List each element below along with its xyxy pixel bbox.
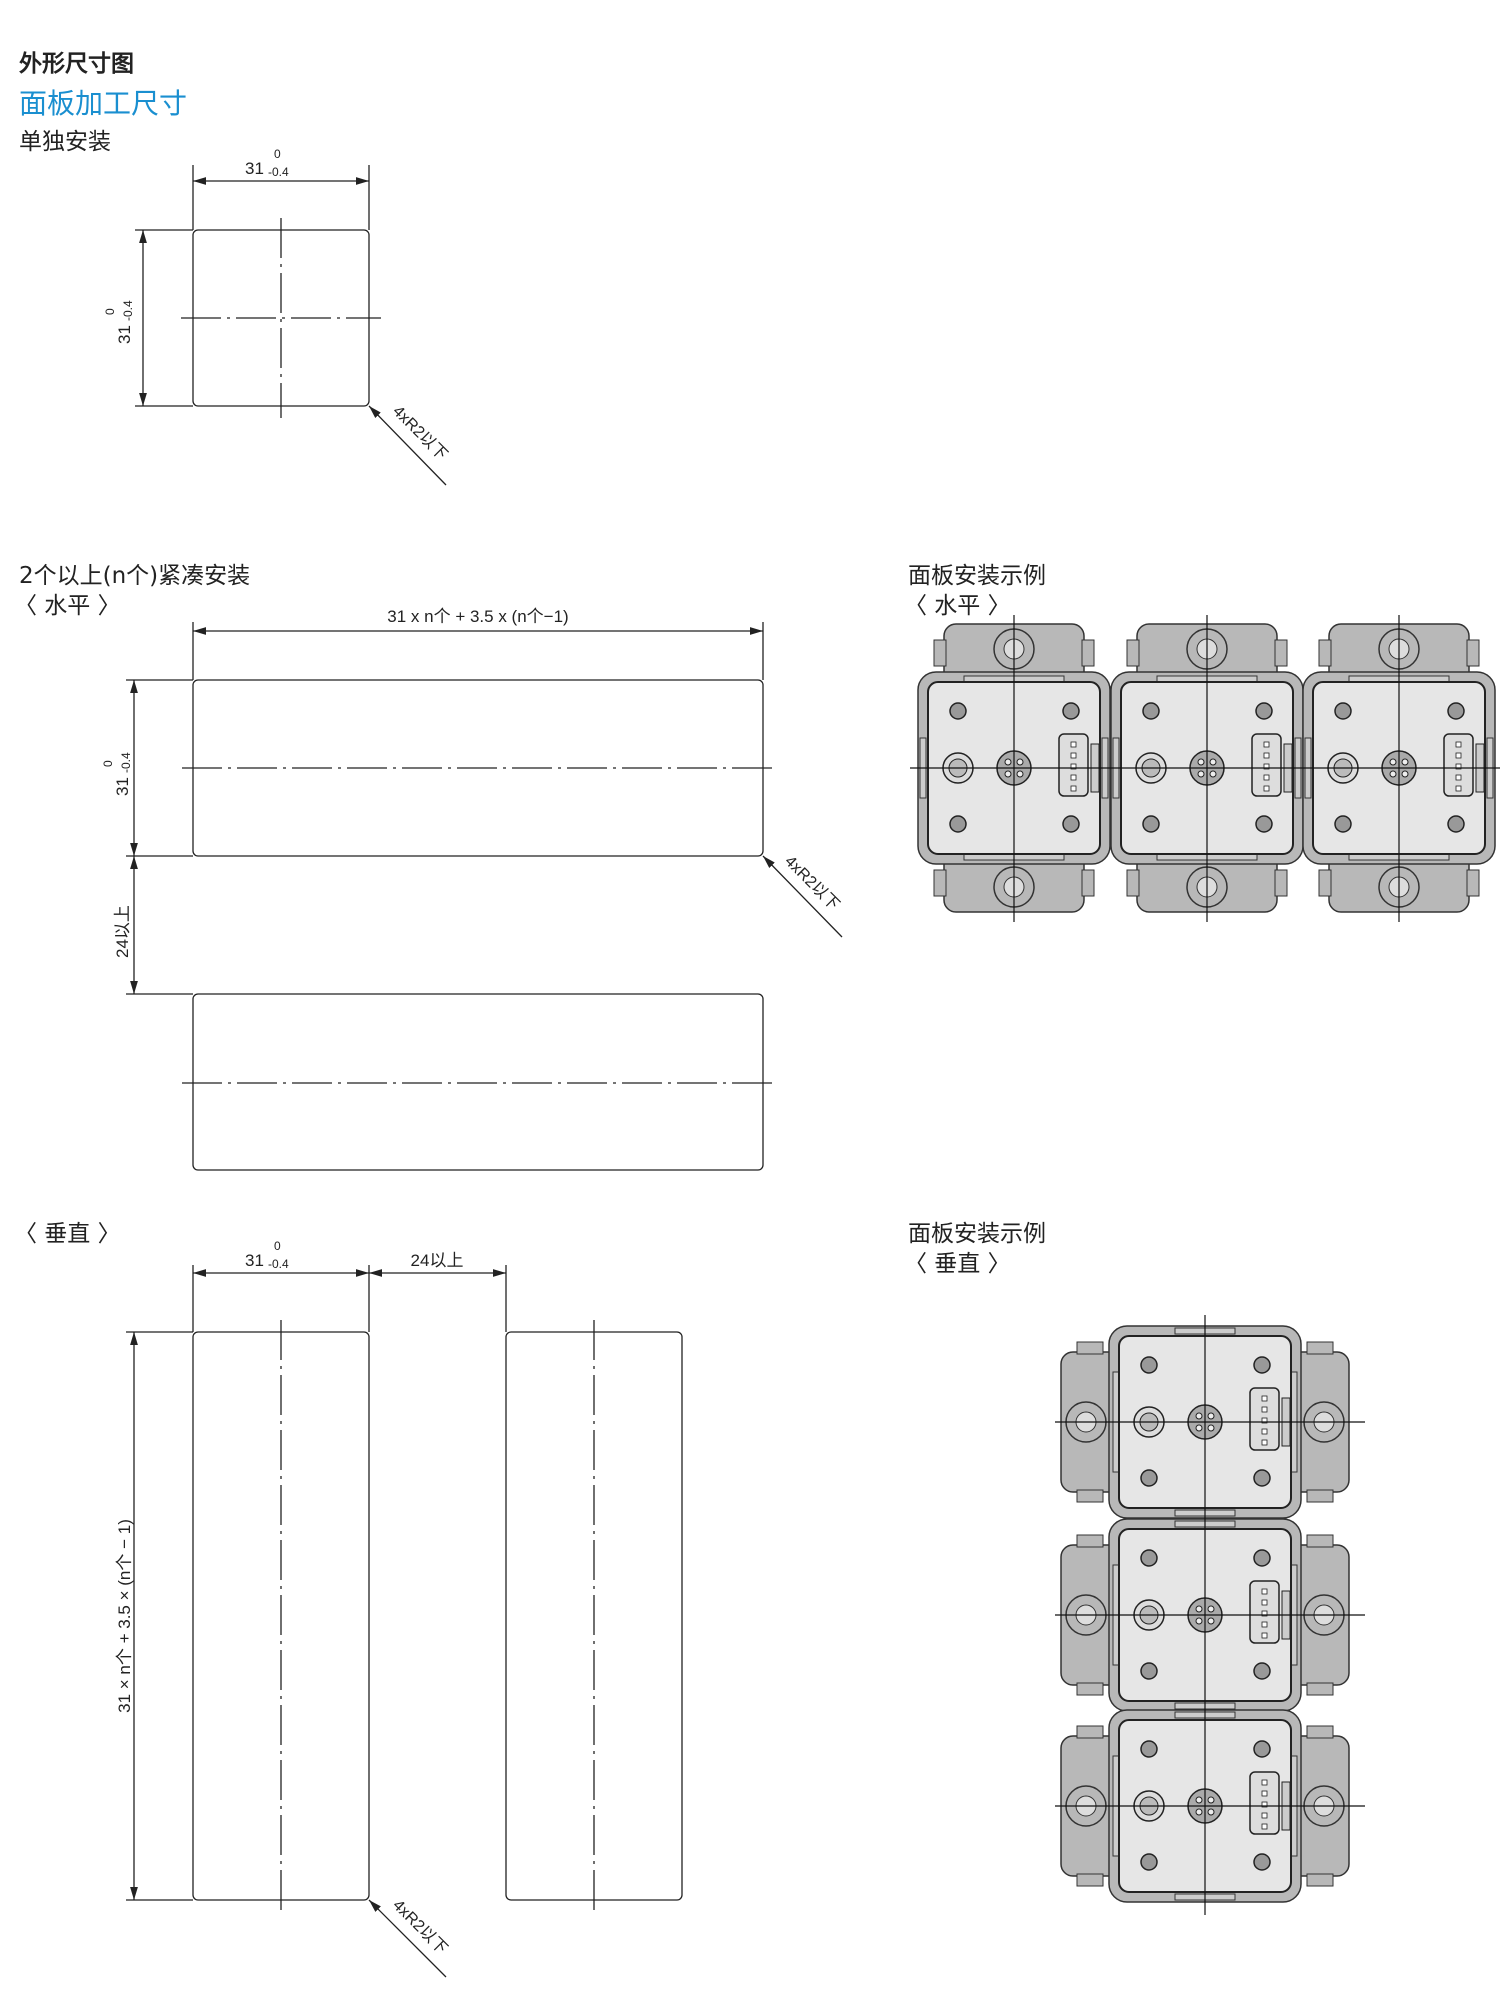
dim-gap-vertical: 24以上 — [411, 1251, 464, 1270]
svg-text:0: 0 — [274, 147, 281, 161]
single-cutout — [135, 165, 447, 486]
svg-text:0: 0 — [103, 308, 117, 315]
corner-radius-label: 4xR2以下 — [389, 1897, 450, 1958]
example-vertical-label: 〈 垂直 〉 — [904, 1251, 1011, 1277]
svg-text:0: 0 — [101, 760, 115, 767]
svg-text:31: 31 — [245, 159, 264, 178]
dim-total-horizontal: 31 x n个 + 3.5 x (n个−1) — [387, 607, 568, 626]
example-heading-horizontal: 面板安装示例 — [908, 563, 1046, 589]
dim-width-vertical: 31 0 -0.4 — [245, 1239, 289, 1271]
svg-text:31: 31 — [245, 1251, 264, 1270]
vertical-cutouts — [126, 1265, 683, 1978]
dim-height-horizontal: 31 0 -0.4 — [101, 752, 133, 796]
example-heading-vertical: 面板安装示例 — [908, 1221, 1046, 1247]
svg-text:-0.4: -0.4 — [119, 752, 133, 773]
panel-example-horizontal — [910, 615, 1500, 922]
dim-gap-horizontal: 24以上 — [113, 905, 132, 958]
section-title: 面板加工尺寸 — [19, 87, 188, 120]
svg-text:-0.4: -0.4 — [268, 165, 289, 179]
dim-height-single: 31 0 -0.4 — [103, 300, 135, 344]
dim-total-vertical: 31 × n个 + 3.5 × (n个 − 1) — [115, 1519, 134, 1713]
svg-text:31: 31 — [115, 325, 134, 344]
panel-example-vertical — [1055, 1315, 1365, 1915]
svg-text:0: 0 — [274, 1239, 281, 1253]
vertical-label: 〈 垂直 〉 — [14, 1221, 121, 1247]
multi-mount-heading: 2个以上(n个)紧凑安装 — [19, 563, 251, 589]
example-horizontal-label: 〈 水平 〉 — [904, 593, 1011, 619]
svg-text:-0.4: -0.4 — [268, 1257, 289, 1271]
single-mount-heading: 单独安装 — [19, 129, 111, 155]
dim-width-single: 31 0 -0.4 — [245, 147, 289, 179]
corner-radius-label: 4xR2以下 — [389, 403, 450, 464]
page-title: 外形尺寸图 — [19, 51, 134, 77]
svg-text:31: 31 — [113, 777, 132, 796]
horizontal-cutouts — [126, 622, 843, 1171]
svg-text:-0.4: -0.4 — [121, 300, 135, 321]
horizontal-label: 〈 水平 〉 — [14, 593, 121, 619]
